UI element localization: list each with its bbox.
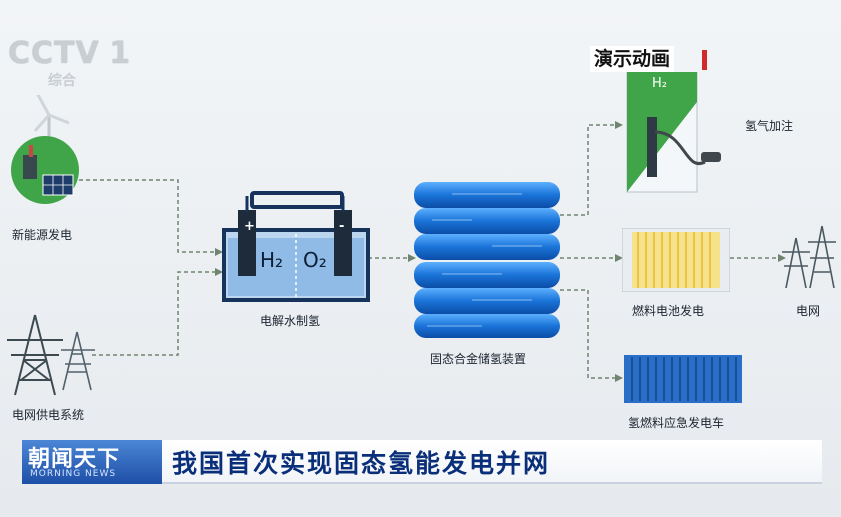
program-name: 朝闻天下 <box>28 447 121 472</box>
label-vehicle: 氢燃料应急发电车 <box>628 416 725 430</box>
grid-tower-icon <box>782 225 836 289</box>
solar-panel-icon <box>23 145 74 196</box>
renewable-source <box>11 95 79 204</box>
gas-o2: O₂ <box>303 248 327 272</box>
program-tag <box>22 440 162 484</box>
electrolyzer-icon <box>222 191 370 302</box>
container-truck-icon <box>624 355 742 403</box>
hydrogen-storage-icon <box>414 182 560 338</box>
logo-number: 1 <box>109 36 132 71</box>
flow-renewable-to-electrolysis <box>72 179 215 253</box>
label-refueling: 氢气加注 <box>745 119 794 133</box>
flow-storage-to-refuel <box>560 124 615 216</box>
headline-text: 我国首次实现固态氢能发电并网 <box>172 449 551 478</box>
transmission-tower-icon <box>7 314 95 396</box>
electrode-minus: - <box>339 219 345 234</box>
demo-animation-tag: 演示动画 <box>590 46 675 72</box>
label-storage: 固态合金储氢装置 <box>430 352 527 366</box>
hydrogen-tank-icon <box>626 72 721 193</box>
logo-main: CCTV <box>8 36 100 71</box>
gas-h2: H₂ <box>260 248 284 272</box>
program-name-en: MORNING NEWS <box>30 469 117 479</box>
flow-storage-to-vehicle <box>560 289 615 379</box>
electrode-plus: + <box>244 219 255 234</box>
label-renewable: 新能源发电 <box>12 228 73 242</box>
flow-grid-to-electrolysis <box>92 271 215 356</box>
label-fuel-cell: 燃料电池发电 <box>632 304 705 318</box>
fuel-nozzle-icon <box>654 130 721 166</box>
channel-logo: CCTV 1 综合 <box>8 36 132 89</box>
fuel-cell-icon <box>622 228 730 292</box>
label-grid: 电网 <box>796 304 821 318</box>
label-electrolysis: 电解水制氢 <box>260 314 321 328</box>
logo-channel: 综合 <box>48 73 76 89</box>
label-grid-supply: 电网供电系统 <box>12 408 85 422</box>
tank-h2-text: H₂ <box>652 76 667 91</box>
demo-tag-marker <box>702 50 707 70</box>
headline-bar <box>162 440 822 484</box>
